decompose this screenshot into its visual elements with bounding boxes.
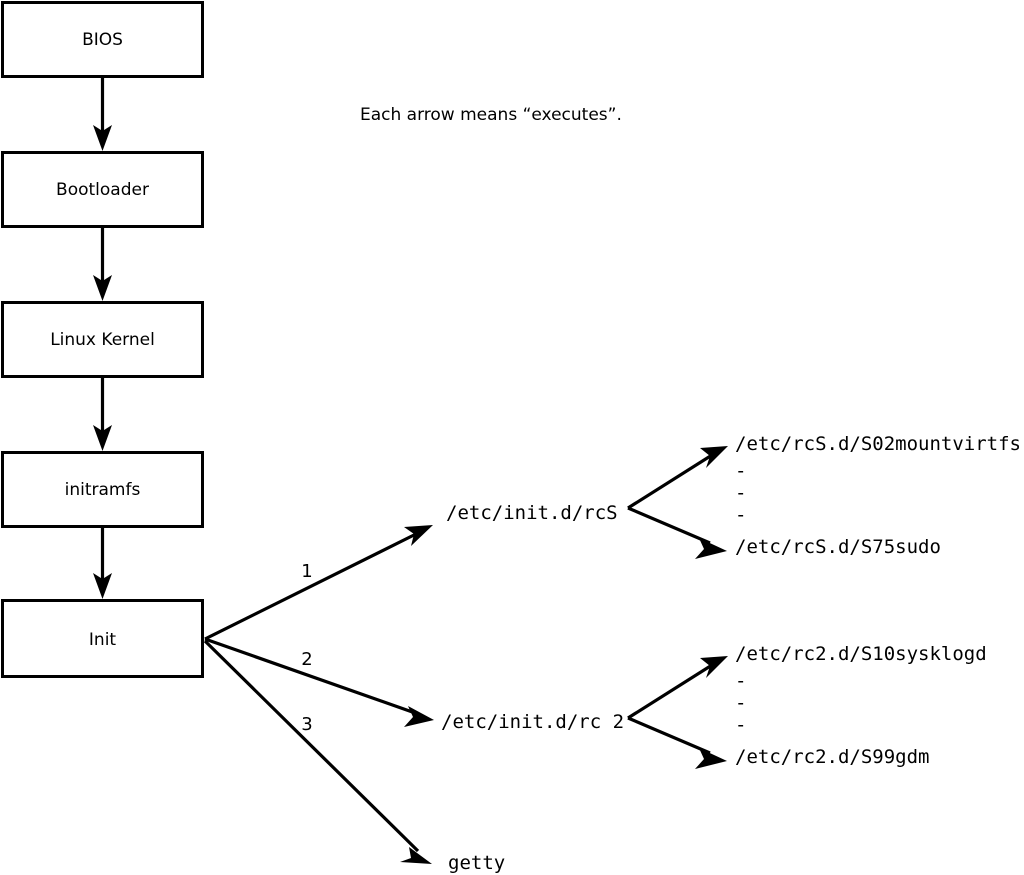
arrowhead-icon: [700, 446, 728, 468]
chain-connector-initramfs-to-init: [93, 526, 112, 599]
init-branch-1-connector: [204, 525, 433, 641]
arrowhead-icon: [93, 573, 112, 599]
arrowhead-icon: [93, 425, 112, 451]
arrowhead-icon: [695, 748, 727, 769]
branch-target-rc2[interactable]: /etc/init.d/rc 2: [441, 711, 624, 733]
box-linux-kernel-label: Linux Kernel: [50, 330, 155, 350]
box-initramfs-rect[interactable]: [1, 451, 204, 528]
box-bios[interactable]: BIOS: [1, 1, 204, 78]
branch-number-2: 2: [301, 649, 312, 670]
branch-number-3: 3: [301, 714, 312, 735]
init-branch-3-connector: [203, 639, 432, 864]
rcs-script-last[interactable]: /etc/rcS.d/S75sudo: [735, 536, 941, 558]
arrowhead-icon: [93, 125, 112, 151]
rcs-ellipsis-dash-3: -: [735, 504, 746, 526]
arrowhead-icon: [700, 656, 728, 678]
rc2-script-last[interactable]: /etc/rc2.d/S99gdm: [735, 746, 929, 768]
rc2-fan-first-connector: [627, 656, 728, 720]
box-initramfs[interactable]: initramfs: [1, 451, 204, 528]
branch-target-getty[interactable]: getty: [448, 852, 505, 874]
box-init[interactable]: Init: [1, 599, 204, 678]
arrowhead-icon: [400, 847, 432, 864]
arrowhead-icon: [93, 275, 112, 301]
box-init-label: Init: [89, 630, 117, 650]
arrowhead-icon: [404, 525, 433, 546]
chain-connector-bootloader-to-kernel: [93, 226, 112, 301]
box-bootloader-label: Bootloader: [56, 180, 149, 200]
box-bootloader[interactable]: Bootloader: [1, 151, 204, 228]
box-bootloader-rect[interactable]: [1, 151, 204, 228]
box-bios-label: BIOS: [82, 30, 123, 50]
box-initramfs-label: initramfs: [65, 480, 141, 500]
rc2-ellipsis-dash-3: -: [735, 714, 746, 736]
branch-number-1: 1: [301, 561, 312, 582]
branch-target-rcs[interactable]: /etc/init.d/rcS: [446, 502, 618, 524]
rc2-fan-last-connector: [627, 716, 727, 769]
init-branch-2-connector: [204, 637, 434, 727]
chain-connector-bios-to-bootloader: [93, 76, 112, 151]
rcs-fan-last-connector: [627, 506, 727, 559]
rcs-fan-first-connector: [627, 446, 728, 510]
rcs-script-first[interactable]: /etc/rcS.d/S02mountvirtfs: [735, 433, 1021, 455]
box-init-rect[interactable]: [1, 599, 204, 678]
arrowhead-icon: [404, 706, 434, 727]
box-linux-kernel-rect[interactable]: [1, 301, 204, 378]
box-bios-rect[interactable]: [1, 1, 204, 78]
rc2-ellipsis-dash-2: -: [735, 692, 746, 714]
rc2-ellipsis-dash-1: -: [735, 670, 746, 692]
arrowhead-icon: [695, 538, 727, 559]
rcs-ellipsis-dash-2: -: [735, 482, 746, 504]
box-linux-kernel[interactable]: Linux Kernel: [1, 301, 204, 378]
rcs-ellipsis-dash-1: -: [735, 460, 746, 482]
legend-note: Each arrow means “executes”.: [360, 105, 622, 125]
chain-connector-kernel-to-initramfs: [93, 376, 112, 451]
rc2-script-first[interactable]: /etc/rc2.d/S10sysklogd: [735, 643, 987, 665]
